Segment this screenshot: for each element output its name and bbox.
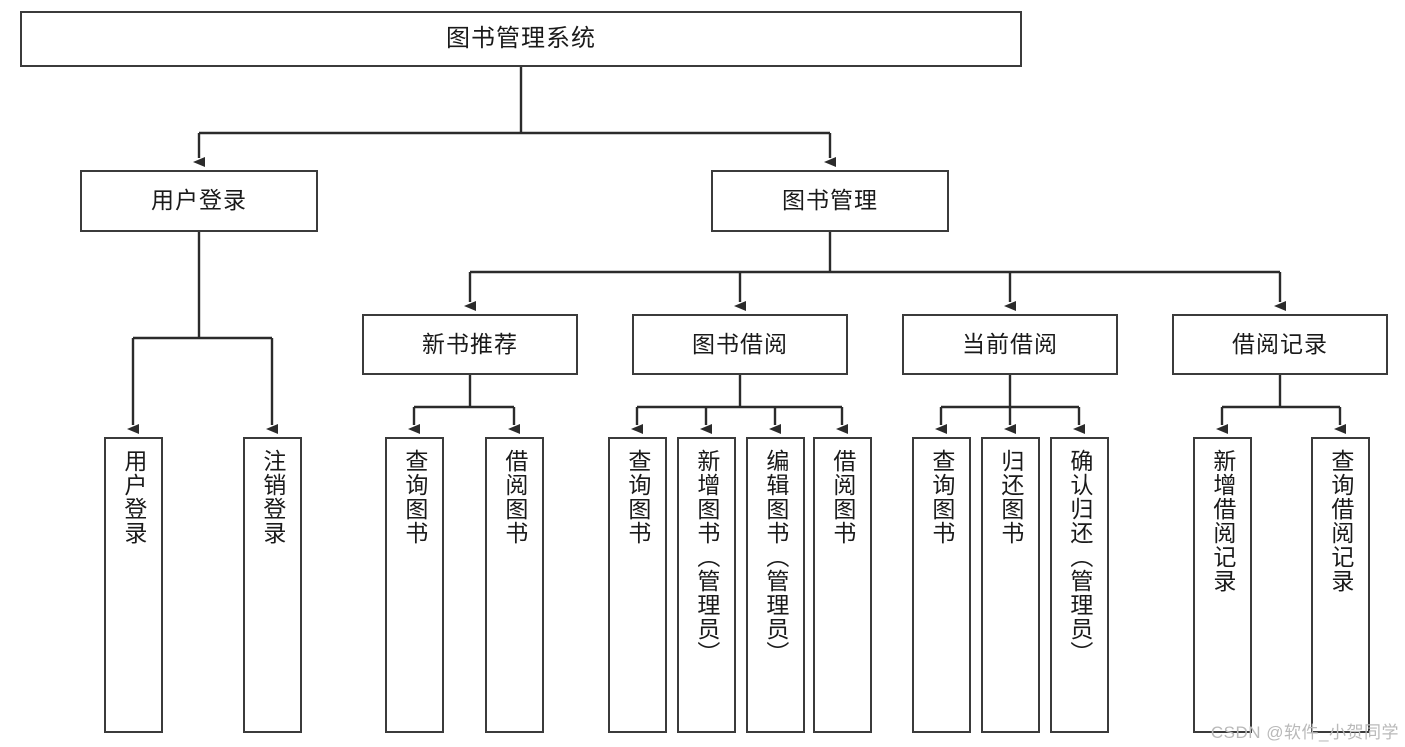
- node-label: 新书推荐: [422, 330, 518, 357]
- node-label: 查询图书: [624, 449, 651, 545]
- node-label: 借阅图书: [501, 449, 528, 545]
- leaf-borrow-record-query-record[interactable]: 查询借阅记录: [1311, 437, 1370, 733]
- node-new-book-recommend[interactable]: 新书推荐: [362, 314, 578, 375]
- node-label: 当前借阅: [962, 330, 1058, 357]
- leaf-current-borrow-return-book[interactable]: 归还图书: [981, 437, 1040, 733]
- leaf-book-borrow-borrow-book[interactable]: 借阅图书: [813, 437, 872, 733]
- leaf-book-borrow-query-book[interactable]: 查询图书: [608, 437, 667, 733]
- node-label: 编辑图书（管理员）: [762, 449, 789, 665]
- node-label: 注销登录: [259, 449, 286, 545]
- node-label: 归还图书: [997, 449, 1024, 545]
- leaf-book-borrow-edit-book-admin[interactable]: 编辑图书（管理员）: [746, 437, 805, 733]
- node-label: 用户登录: [151, 187, 247, 214]
- node-current-borrow[interactable]: 当前借阅: [902, 314, 1118, 375]
- leaf-new-book-query-book[interactable]: 查询图书: [385, 437, 444, 733]
- leaf-current-borrow-query-book[interactable]: 查询图书: [912, 437, 971, 733]
- node-label: 图书借阅: [692, 330, 788, 357]
- node-user-login[interactable]: 用户登录: [80, 170, 318, 232]
- node-book-borrow[interactable]: 图书借阅: [632, 314, 848, 375]
- leaf-new-book-borrow-book[interactable]: 借阅图书: [485, 437, 544, 733]
- leaf-borrow-record-add-record[interactable]: 新增借阅记录: [1193, 437, 1252, 733]
- node-label: 查询图书: [928, 449, 955, 545]
- node-label: 图书管理: [782, 187, 878, 214]
- node-label: 确认归还（管理员）: [1066, 449, 1093, 665]
- node-label: 新增图书（管理员）: [693, 449, 720, 665]
- node-label: 查询借阅记录: [1327, 449, 1354, 593]
- node-root-book-management-system[interactable]: 图书管理系统: [20, 11, 1022, 67]
- node-label: 图书管理系统: [446, 24, 596, 52]
- csdn-watermark: CSDN @软件_小贺同学: [1210, 723, 1399, 742]
- node-label: 查询图书: [401, 449, 428, 545]
- node-label: 借阅图书: [829, 449, 856, 545]
- leaf-user-login-login[interactable]: 用户登录: [104, 437, 163, 733]
- leaf-current-borrow-confirm-return-admin[interactable]: 确认归还（管理员）: [1050, 437, 1109, 733]
- node-book-management[interactable]: 图书管理: [711, 170, 949, 232]
- node-borrow-record[interactable]: 借阅记录: [1172, 314, 1388, 375]
- node-label: 新增借阅记录: [1209, 449, 1236, 593]
- leaf-book-borrow-add-book-admin[interactable]: 新增图书（管理员）: [677, 437, 736, 733]
- node-label: 用户登录: [120, 449, 147, 545]
- node-label: 借阅记录: [1232, 330, 1328, 357]
- leaf-user-login-logout[interactable]: 注销登录: [243, 437, 302, 733]
